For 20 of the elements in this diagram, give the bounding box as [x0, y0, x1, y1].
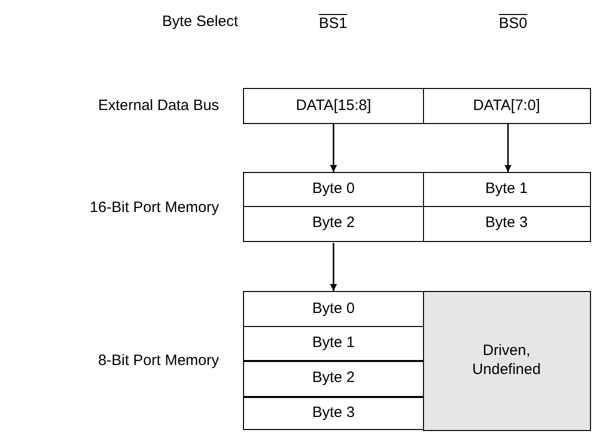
shaded-memory-cell: Driven, Undefined: [422, 291, 590, 431]
memory-cell: DATA[7:0]: [422, 88, 590, 124]
memory-cell: Byte 1: [422, 172, 590, 207]
signal-name: BS0: [498, 15, 528, 33]
memory-cell: Byte 3: [422, 206, 590, 242]
arrow: [504, 124, 512, 172]
signal-name: BS1: [318, 15, 348, 33]
arrow: [330, 243, 337, 291]
row-label: 16-Bit Port Memory: [90, 199, 219, 217]
memory-cell: Byte 2: [243, 206, 424, 242]
memory-cell: Byte 0: [243, 172, 424, 207]
memory-cell: Byte 2: [243, 360, 424, 396]
memory-cell: DATA[15:8]: [243, 88, 424, 124]
row-label: 8-Bit Port Memory: [98, 352, 219, 370]
row-label: Byte Select: [162, 13, 238, 31]
memory-cell: Byte 1: [243, 326, 424, 360]
memory-cell: Byte 3: [243, 396, 424, 430]
memory-cell: Byte 0: [243, 291, 424, 327]
row-label: External Data Bus: [98, 97, 219, 115]
arrow: [330, 124, 337, 172]
